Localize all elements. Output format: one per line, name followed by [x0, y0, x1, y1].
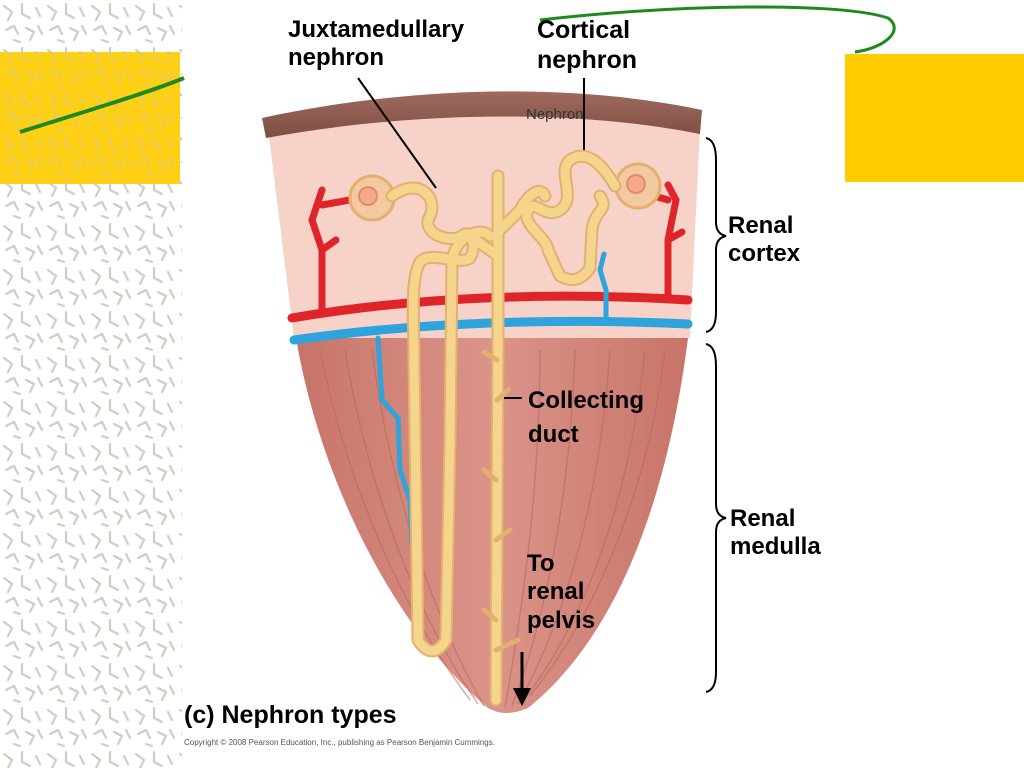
cortex-brace [705, 137, 727, 333]
pelvis-arrow [513, 652, 531, 706]
arcuate-vein [289, 316, 693, 345]
cortical-vein [597, 251, 609, 323]
renal-medulla-label: Renal medulla [730, 505, 821, 561]
medulla-striations [319, 349, 666, 709]
copyright-notice: Copyright © 2008 Pearson Education, Inc.… [184, 738, 495, 747]
collecting-duct-label: Collecting duct [528, 387, 645, 448]
nephron-small-label: Nephron [526, 106, 584, 123]
arcuate-artery [287, 291, 693, 323]
right-yellow-block [845, 54, 1024, 182]
left-yellow-pattern [0, 52, 180, 184]
juxtamedullary-nephron-label: Juxtamedullary nephron [288, 16, 465, 72]
cortical-nephron-label: Cortical nephron [537, 16, 637, 74]
renal-cortex-region [268, 110, 700, 338]
renal-cortex-label: Renal cortex [728, 212, 801, 268]
leader-juxtamedullary [357, 77, 437, 189]
glomerulus-right [614, 162, 662, 210]
nephron-tubules [385, 149, 622, 707]
figure-caption: (c) Nephron types [184, 701, 397, 729]
green-arc-line [539, 5, 896, 54]
medulla-brace [705, 343, 727, 693]
to-renal-pelvis-label: To renal pelvis [527, 550, 596, 634]
renal-capsule [262, 91, 702, 138]
green-swoosh-line [19, 76, 185, 134]
